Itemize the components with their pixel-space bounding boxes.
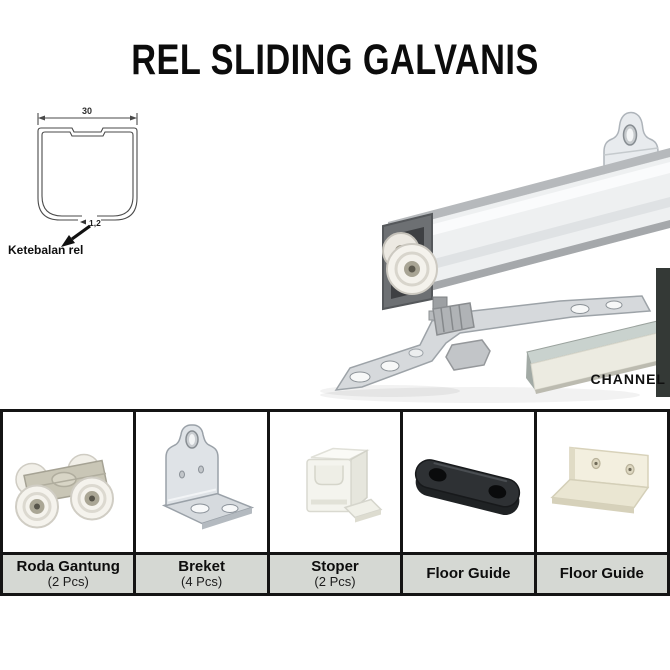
- part-label-bar: Breket (4 Pcs): [136, 552, 267, 593]
- thickness-dimension: 1,2: [89, 218, 101, 228]
- part-cell-breket: Breket (4 Pcs): [136, 412, 270, 593]
- part-image: [536, 412, 668, 552]
- part-cell-floor-guide-black: Floor Guide: [403, 412, 537, 593]
- part-image: [269, 412, 401, 552]
- mounting-bracket: [334, 295, 652, 391]
- part-name: Stoper: [311, 557, 359, 575]
- corner-bracket-icon: [161, 424, 254, 530]
- part-image: [403, 412, 534, 552]
- hanging-roller-icon: [15, 453, 115, 529]
- part-image: [136, 412, 267, 552]
- width-dimension: 30: [82, 106, 92, 116]
- diagram-caption: Ketebalan rel: [8, 243, 83, 257]
- part-name: Floor Guide: [426, 565, 511, 583]
- floor-guide-black-icon: [415, 459, 521, 515]
- rail-bar: [388, 148, 670, 302]
- leader-arrow-icon: [61, 224, 91, 247]
- part-label-bar: Stoper (2 Pcs): [269, 552, 401, 593]
- part-image: [3, 412, 134, 552]
- right-edge-bar: [656, 268, 670, 397]
- hero-image: CHANNEL 30 1,2: [0, 95, 670, 410]
- stopper-icon: [306, 447, 383, 523]
- part-label-bar: Floor Guide: [536, 552, 668, 593]
- part-label-bar: Floor Guide: [403, 552, 534, 593]
- shadow: [320, 387, 640, 403]
- rail-profile-diagram: 30 1,2 Ketebalan rel: [8, 106, 138, 257]
- channel-label: CHANNEL: [591, 371, 666, 387]
- part-cell-floor-guide-cream: Floor Guide: [536, 412, 668, 593]
- part-qty: (2 Pcs): [314, 574, 356, 590]
- part-label-bar: Roda Gantung (2 Pcs): [3, 552, 134, 593]
- part-cell-stoper: Stoper (2 Pcs): [269, 412, 404, 593]
- part-qty: (4 Pcs): [181, 574, 223, 590]
- part-name: Roda Gantung: [16, 557, 120, 575]
- floor-guide-cream-icon: [550, 446, 650, 514]
- part-name: Floor Guide: [559, 565, 644, 583]
- part-qty: (2 Pcs): [47, 574, 89, 590]
- dim-tick: [80, 219, 86, 225]
- part-name: Breket: [178, 557, 225, 575]
- page-title: REL SLIDING GALVANIS: [131, 36, 539, 84]
- channel-piece: [526, 317, 670, 394]
- rail-photo: CHANNEL: [320, 111, 670, 403]
- part-cell-roda-gantung: Roda Gantung (2 Pcs): [3, 412, 137, 593]
- parts-table: Roda Gantung (2 Pcs): [0, 409, 670, 596]
